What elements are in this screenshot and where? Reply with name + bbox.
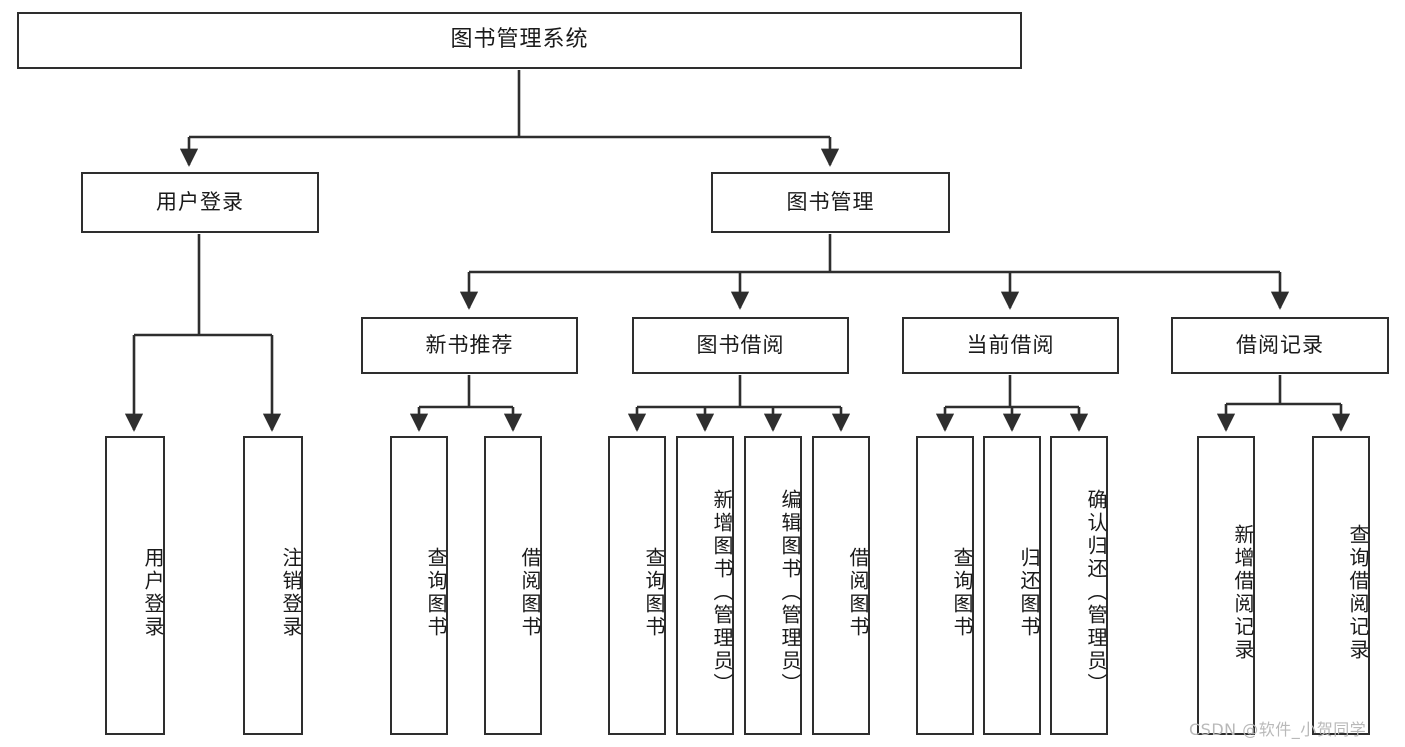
leaf-user-login[interactable]: 用户登录 [105, 436, 165, 735]
leaf-return-book[interactable]: 归还图书 [983, 436, 1041, 735]
leaf-logout-login[interactable]: 注销登录 [243, 436, 303, 735]
leaf-query-borrow-record[interactable]: 查询借阅记录 [1312, 436, 1370, 735]
leaf-label: 新增借阅记录 [1231, 523, 1255, 662]
leaf-borrow-book-1[interactable]: 借阅图书 [484, 436, 542, 735]
leaf-borrow-book-2[interactable]: 借阅图书 [812, 436, 870, 735]
leaf-label: 查询借阅记录 [1346, 523, 1370, 662]
node-book-borrow[interactable]: 图书借阅 [632, 317, 849, 374]
leaf-label: 注销登录 [279, 546, 303, 639]
leaf-add-borrow-record[interactable]: 新增借阅记录 [1197, 436, 1255, 735]
node-user-login[interactable]: 用户登录 [81, 172, 319, 233]
leaf-add-book-admin[interactable]: 新增图书（管理员） [676, 436, 734, 735]
leaf-confirm-return-admin[interactable]: 确认归还（管理员） [1050, 436, 1108, 735]
node-current-borrow[interactable]: 当前借阅 [902, 317, 1119, 374]
leaf-label: 编辑图书（管理员） [778, 489, 802, 696]
node-book-manage[interactable]: 图书管理 [711, 172, 950, 233]
node-borrow-record[interactable]: 借阅记录 [1171, 317, 1389, 374]
leaf-query-book-3[interactable]: 查询图书 [916, 436, 974, 735]
leaf-label: 归还图书 [1017, 546, 1041, 639]
leaf-edit-book-admin[interactable]: 编辑图书（管理员） [744, 436, 802, 735]
node-root-book-management-system[interactable]: 图书管理系统 [17, 12, 1022, 69]
node-new-book-recommend[interactable]: 新书推荐 [361, 317, 578, 374]
leaf-label: 新增图书（管理员） [710, 489, 734, 696]
leaf-label: 借阅图书 [518, 546, 542, 639]
leaf-label: 借阅图书 [846, 546, 870, 639]
leaf-query-book-1[interactable]: 查询图书 [390, 436, 448, 735]
leaf-query-book-2[interactable]: 查询图书 [608, 436, 666, 735]
leaf-label: 查询图书 [424, 546, 448, 639]
leaf-label: 查询图书 [950, 546, 974, 639]
leaf-label: 确认归还（管理员） [1084, 489, 1108, 696]
csdn-watermark: CSDN @软件_小贺同学 [1189, 720, 1367, 739]
leaf-label: 用户登录 [141, 546, 165, 639]
leaf-label: 查询图书 [642, 546, 666, 639]
